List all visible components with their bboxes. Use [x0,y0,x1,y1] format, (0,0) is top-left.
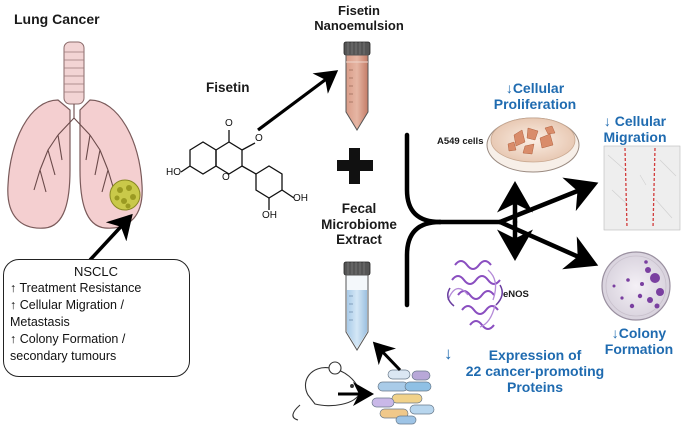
nsclc-line-2: ↑ Cellular Migration / [10,298,124,312]
nsclc-line-5: secondary tumours [10,349,117,363]
colony-label: ↓Colony Formation [596,325,682,357]
plus-icon [337,148,373,184]
enos-label: eNOS [503,289,529,300]
expression-label: Expression of 22 cancer-promoting Protei… [460,347,610,395]
nanoemulsion-label: Fisetin Nanoemulsion [309,3,409,34]
nsclc-line-3: Metastasis [10,315,70,329]
fisetin-label: Fisetin [206,80,250,95]
arrow-bacteria-to-tube [372,341,402,372]
expression-label-line1: Expression of [488,347,582,363]
proliferation-label: ↓Cellular Proliferation [480,80,590,112]
nanoemulsion-label-line2: Nanoemulsion [314,17,404,33]
migration-assay-image [603,145,681,231]
tumor-icon [109,179,141,211]
atom-ho-left: HO [166,167,181,178]
atom-oh-right: OH [293,193,308,204]
atom-o-ring: O [222,172,230,183]
a549-petri-dish [486,117,580,173]
nsclc-line-1: ↑ Treatment Resistance [10,281,142,295]
lungs-illustration [7,41,143,229]
migration-label-line2: Migration [603,129,667,146]
combination-bracket [404,132,503,308]
arrow-nsclc-to-tumor [88,213,133,262]
enos-protein [447,260,503,330]
a549-label: A549 cells [437,136,484,147]
colony-label-line1: ↓Colony [611,325,667,341]
expression-label-line3: Proteins [506,379,563,396]
atom-o-top: O [225,118,233,129]
migration-label: ↓ Cellular Migration [588,113,682,145]
colony-dish [601,251,671,321]
fecal-extract-label: Fecal Microbiome Extract [314,201,404,248]
atom-oh-bottom: OH [262,210,277,221]
fecal-label-line1: Fecal [341,201,377,216]
arrow-fisetin-to-nanoemulsion [257,70,339,132]
proliferation-label-line2: Proliferation [493,96,577,113]
nsclc-title: NSCLC [73,264,119,279]
proliferation-label-line1: ↓Cellular [505,80,565,96]
nanoemulsion-label-line1: Fisetin [338,3,380,18]
lung-cancer-title: Lung Cancer [14,11,100,27]
fecal-label-line2: Microbiome [321,216,397,232]
expression-down-arrow: ↓ [444,344,453,363]
expression-label-line2: 22 cancer-promoting [465,363,605,380]
nsclc-line-4: ↑ Colony Formation / [10,332,126,346]
fisetin-structure [180,130,295,210]
migration-label-line1: ↓ Cellular [603,113,667,129]
mouse-illustration [292,361,361,421]
atom-o-hydroxyl: O [255,133,263,144]
colony-label-line2: Formation [604,341,674,358]
nsclc-box: NSCLC ↑ Treatment Resistance ↑ Cellular … [3,259,190,377]
nanoemulsion-tube [343,41,371,131]
microbiome-tube [343,261,371,351]
fecal-label-line3: Extract [336,232,382,248]
bacteria-cluster [371,369,435,425]
